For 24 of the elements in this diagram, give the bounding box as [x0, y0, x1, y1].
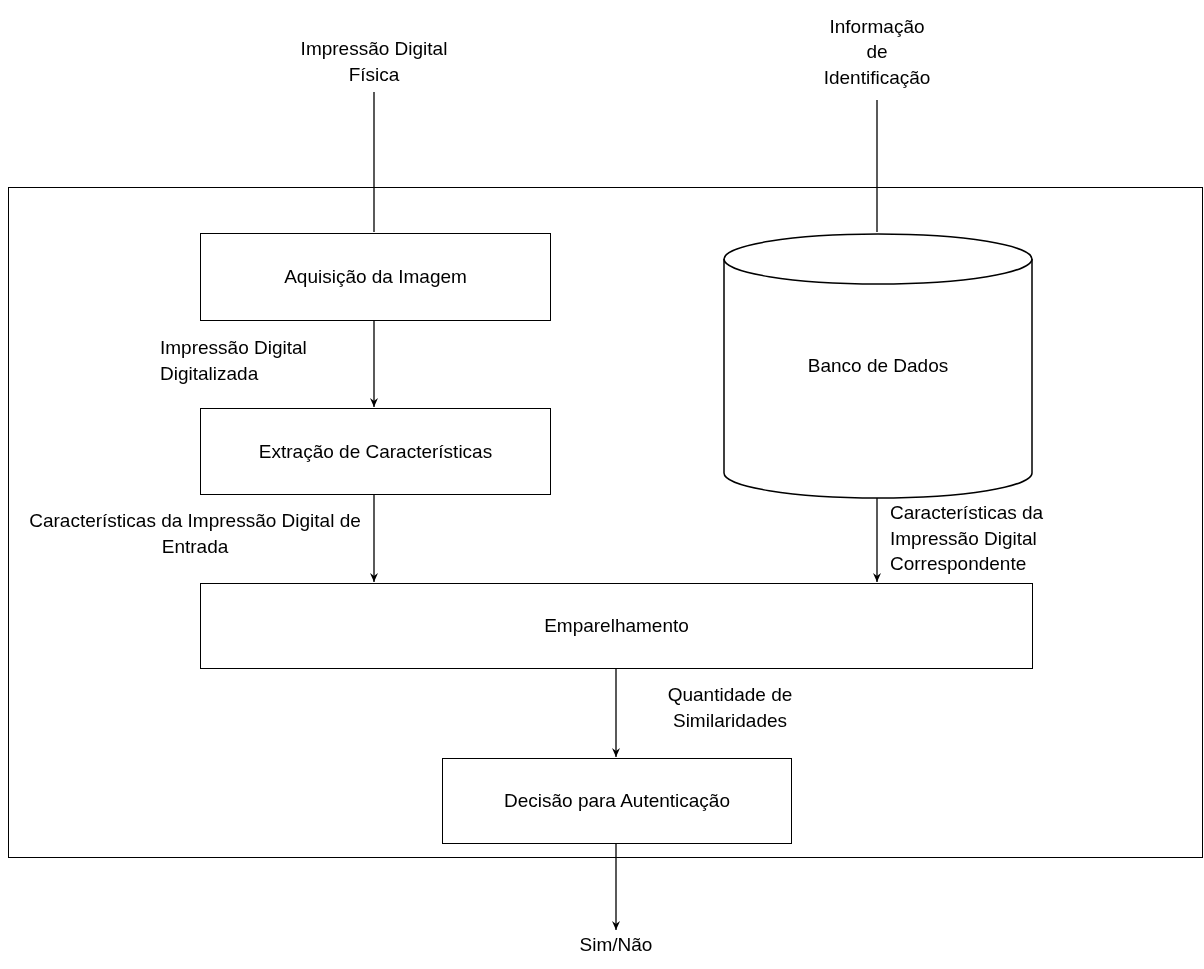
node-text: Informação de Identificação: [822, 14, 932, 90]
edge-label: Características da Impressão Digital Correspondente: [890, 501, 1045, 577]
process-box: [200, 583, 1033, 669]
edge-label: Características da Impressão Digital de Entrada: [28, 509, 362, 559]
arrow: [873, 497, 881, 583]
edge-label: Impressão Digital Digitalizada: [160, 336, 308, 386]
process-box: [200, 408, 551, 495]
node-text: Extração de Características: [258, 439, 493, 464]
node-text: Decisão para Autenticação: [503, 789, 730, 814]
edge-label: Quantidade de Similaridades: [666, 683, 794, 733]
node-text: Banco de Dados: [807, 354, 949, 379]
process-box: [200, 233, 551, 321]
arrow: [612, 667, 620, 758]
node-text: Impressão Digital Física: [299, 37, 449, 87]
node-text: Aquisição da Imagem: [284, 265, 467, 290]
process-box: [8, 187, 1203, 858]
node-text: Emparelhamento: [544, 614, 689, 639]
arrow: [370, 493, 378, 583]
connector-line: [876, 99, 878, 233]
connector-line: [373, 91, 375, 233]
process-box: [442, 758, 792, 844]
node-text: Sim/Não: [579, 933, 653, 958]
arrow: [370, 319, 378, 408]
arrow: [612, 842, 620, 931]
